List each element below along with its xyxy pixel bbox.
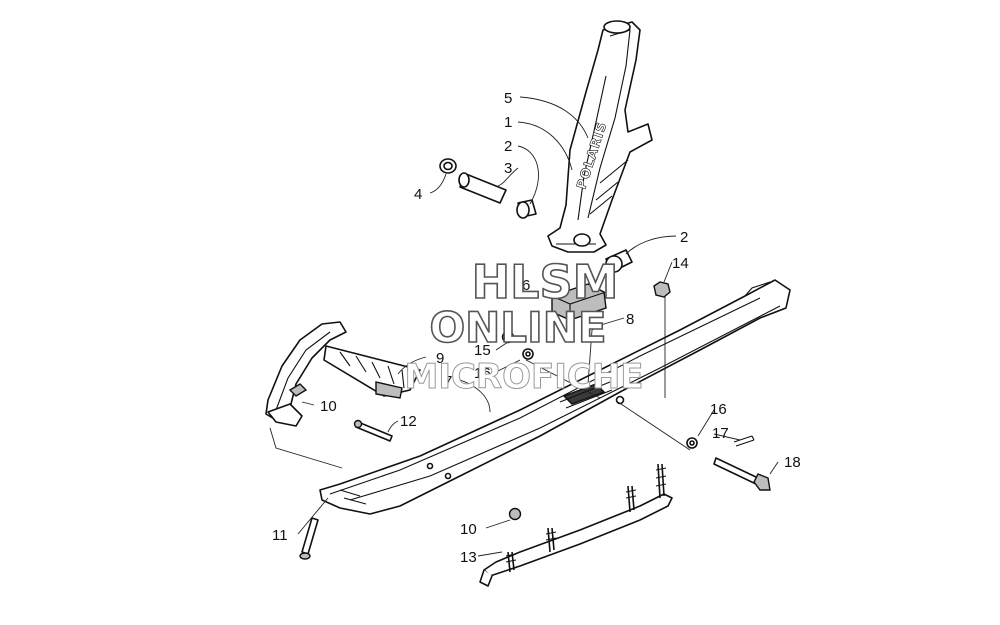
callout-16-right: 16 xyxy=(710,401,727,418)
callout-9: 9 xyxy=(436,350,444,367)
callout-5: 5 xyxy=(504,90,512,107)
callout-2: 2 xyxy=(504,138,512,155)
watermark: HLSM ONLINE MICROFICHE xyxy=(404,254,644,397)
callout-4: 4 xyxy=(414,186,422,203)
callout-17: 17 xyxy=(712,425,729,442)
callout-14: 14 xyxy=(672,255,689,272)
callout-3: 3 xyxy=(504,160,512,177)
bushings xyxy=(439,158,633,273)
callout-15: 15 xyxy=(474,342,491,359)
ski-pad xyxy=(551,283,607,321)
hardware xyxy=(288,281,771,560)
ski-spindle: POLARIS xyxy=(547,20,653,253)
callout-labels: 5 1 2 3 4 2 14 6 8 15 16 9 7 10 12 11 10… xyxy=(272,90,801,566)
callout-18: 18 xyxy=(784,454,801,471)
watermark-online: ONLINE xyxy=(429,303,606,352)
watermark-microfiche: MICROFICHE xyxy=(404,357,643,397)
wear-bar xyxy=(479,463,673,587)
callout-12: 12 xyxy=(400,413,417,430)
callout-7: 7 xyxy=(444,373,452,390)
callout-16: 16 xyxy=(474,365,491,382)
callout-6: 6 xyxy=(522,277,530,294)
callout-2-right: 2 xyxy=(680,229,688,246)
ski xyxy=(319,279,791,515)
callout-1: 1 xyxy=(504,114,512,131)
callout-8: 8 xyxy=(626,311,634,328)
callout-10-lower: 10 xyxy=(460,521,477,538)
leader-lines xyxy=(269,96,779,557)
callout-11: 11 xyxy=(272,527,288,544)
watermark-hlsm: HLSM xyxy=(472,255,619,309)
ski-loop xyxy=(265,321,421,427)
callout-10: 10 xyxy=(320,398,337,415)
callout-13: 13 xyxy=(460,549,477,566)
